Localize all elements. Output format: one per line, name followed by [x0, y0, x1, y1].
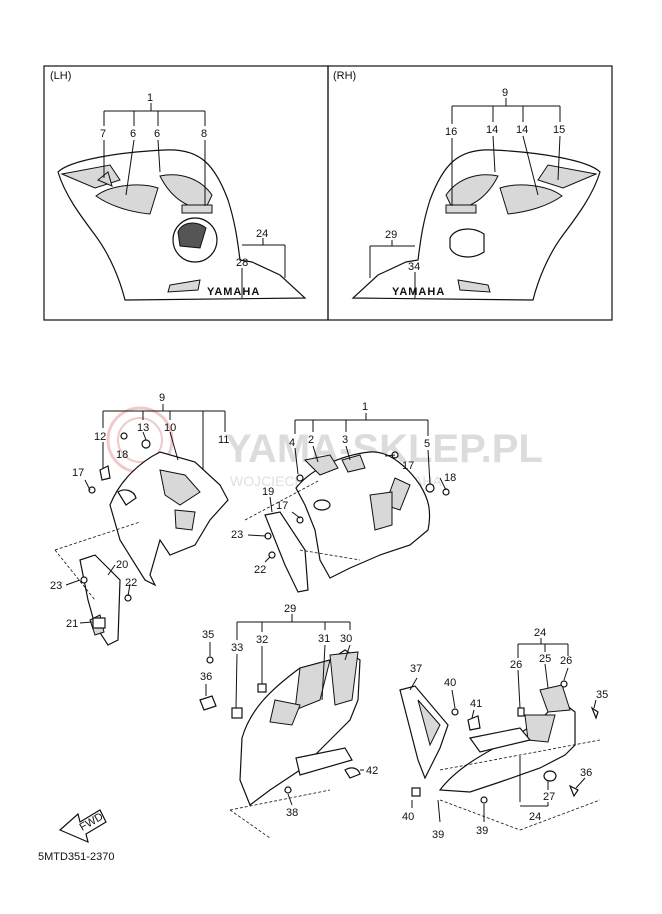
label-a-11: 11 [218, 434, 229, 446]
lh-box-title: (LH) [50, 70, 71, 82]
label-lh-6a: 6 [130, 128, 136, 140]
assembly-inner-panel-left [54, 432, 229, 646]
label-a-21: 21 [66, 618, 78, 630]
rh-leaders [369, 98, 561, 298]
label-rh-29: 29 [385, 229, 397, 241]
lh-brand: YAMAHA [207, 286, 260, 298]
label-lh-6b: 6 [154, 128, 160, 140]
fwd-arrow-icon: FWD [58, 809, 107, 844]
label-d-26a: 26 [510, 659, 522, 671]
label-d-40a: 40 [444, 677, 456, 689]
label-d-24b: 24 [529, 811, 541, 823]
label-d-27: 27 [543, 791, 555, 803]
label-d-25: 25 [539, 653, 551, 665]
label-a-13: 13 [137, 422, 149, 434]
label-a-20: 20 [116, 559, 128, 571]
label-a-22: 22 [125, 577, 137, 589]
label-d-26b: 26 [560, 655, 572, 667]
label-b-17a: 17 [402, 460, 414, 472]
rh-box-title: (RH) [333, 70, 356, 82]
label-lh-28: 28 [236, 257, 248, 269]
rh-brand: YAMAHA [392, 286, 445, 298]
label-b-18: 18 [444, 472, 456, 484]
label-b-3: 3 [342, 434, 348, 446]
label-d-41: 41 [470, 698, 482, 710]
label-lh-24: 24 [256, 228, 268, 240]
label-a-12: 12 [94, 431, 106, 443]
label-rh-34: 34 [408, 261, 420, 273]
label-b-1: 1 [362, 401, 368, 413]
rh-fairing: YAMAHA [351, 149, 601, 301]
label-b-5: 5 [424, 438, 430, 450]
assembly-b-leaders [247, 413, 447, 563]
label-b-22: 22 [254, 564, 266, 576]
label-c-36: 36 [200, 671, 212, 683]
label-d-39b: 39 [476, 825, 488, 837]
label-rh-14b: 14 [516, 124, 528, 136]
label-lh-7: 7 [100, 128, 106, 140]
label-c-29: 29 [284, 603, 296, 615]
label-a-18: 18 [116, 449, 128, 461]
label-a-9: 9 [159, 392, 165, 404]
label-d-37: 37 [410, 663, 422, 675]
label-d-35: 35 [596, 689, 608, 701]
assembly-a-leaders [65, 404, 226, 624]
label-d-40b: 40 [402, 811, 414, 823]
label-lh-1: 1 [147, 92, 153, 104]
assembly-lower-cowl-left [199, 649, 361, 839]
assembly-lower-cowl-right [399, 680, 601, 831]
label-b-19: 19 [262, 486, 274, 498]
label-b-2: 2 [308, 434, 314, 446]
label-rh-14a: 14 [486, 124, 498, 136]
label-c-33: 33 [231, 642, 243, 654]
label-d-24a: 24 [534, 627, 546, 639]
label-rh-15: 15 [553, 124, 565, 136]
label-c-38: 38 [286, 807, 298, 819]
label-c-31: 31 [318, 633, 330, 645]
lh-fairing: YAMAHA [57, 149, 307, 301]
label-b-17b: 17 [276, 500, 288, 512]
assembly-c-leaders [205, 614, 364, 806]
label-b-4: 4 [289, 437, 295, 449]
assembly-upper-cowl [244, 451, 450, 593]
label-a-23: 23 [50, 580, 62, 592]
label-rh-9: 9 [502, 87, 508, 99]
lh-leaders [103, 103, 286, 298]
rh-box: (RH) [327, 65, 613, 321]
label-d-39a: 39 [432, 829, 444, 841]
label-lh-8: 8 [201, 128, 207, 140]
label-c-30: 30 [340, 633, 352, 645]
label-b-23: 23 [231, 529, 243, 541]
label-a-17: 17 [72, 467, 84, 479]
diagram-code: 5MTD351-2370 [38, 851, 114, 863]
assembly-d-leaders [409, 638, 597, 823]
label-a-10: 10 [164, 422, 176, 434]
label-d-36: 36 [580, 767, 592, 779]
label-c-42: 42 [366, 765, 378, 777]
label-rh-16: 16 [445, 126, 457, 138]
label-c-35: 35 [202, 629, 214, 641]
label-c-32: 32 [256, 634, 268, 646]
